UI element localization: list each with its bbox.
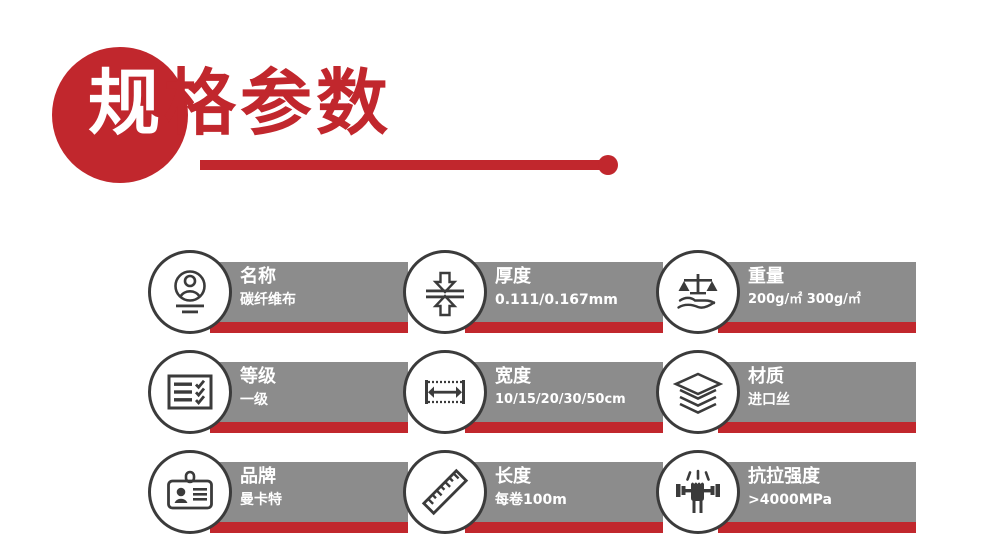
spec-plate (718, 362, 916, 422)
spec-card-material: 材质 进口丝 (656, 344, 916, 440)
spec-label: 长度 (495, 466, 531, 487)
page-title-first-char: 规 (88, 61, 165, 145)
spec-plate-accent-bar (718, 422, 916, 433)
spec-plate-accent-bar (718, 522, 916, 533)
spec-value: 200g/㎡ 300g/㎡ (748, 292, 861, 307)
spec-plate (210, 362, 408, 422)
spec-card-length: 长度 每卷100m (403, 444, 663, 540)
spec-plate-accent-bar (465, 322, 663, 333)
title-underline-rule (200, 160, 600, 170)
spec-card-brand: 品牌 曼卡特 (148, 444, 408, 540)
spec-value: 0.111/0.167mm (495, 292, 618, 308)
spec-text-group: 长度 每卷100m (495, 465, 665, 510)
spec-card-thickness: 厚度 0.111/0.167mm (403, 244, 663, 340)
person-badge-icon (174, 270, 206, 314)
spec-icon-circle (403, 250, 487, 334)
spec-card-width: 宽度 10/15/20/30/50cm (403, 344, 663, 440)
spec-label: 厚度 (495, 266, 531, 287)
spec-text-group: 材质 进口丝 (748, 365, 918, 410)
spec-label: 抗拉强度 (748, 466, 820, 487)
spec-card-grade: 等级 一级 (148, 344, 408, 440)
page-title-rest: 格参数 (164, 61, 393, 145)
spec-label: 名称 (240, 266, 276, 287)
spec-plate (210, 462, 408, 522)
page-title: 规格参数 (88, 62, 392, 144)
spec-card-tensile-strength: 抗拉强度 >4000MPa (656, 444, 916, 540)
spec-plate (465, 262, 663, 322)
spec-text-group: 抗拉强度 >4000MPa (748, 465, 918, 510)
spec-text-group: 厚度 0.111/0.167mm (495, 265, 665, 310)
spec-plate-accent-bar (718, 322, 916, 333)
spec-text-group: 品牌 曼卡特 (240, 465, 410, 510)
spec-value: 一级 (240, 392, 268, 408)
spec-value: 每卷100m (495, 492, 567, 508)
spec-icon-circle (148, 350, 232, 434)
hand-dumbbell-icon (676, 469, 720, 513)
spec-plate-accent-bar (465, 422, 663, 433)
spec-icon-circle (148, 450, 232, 534)
title-rule-end-dot (598, 155, 618, 175)
spec-text-group: 宽度 10/15/20/30/50cm (495, 365, 665, 410)
spec-plate-accent-bar (465, 522, 663, 533)
spec-label: 重量 (748, 266, 784, 287)
spec-text-group: 名称 碳纤维布 (240, 265, 410, 310)
spec-label: 品牌 (240, 466, 276, 487)
spec-value: 碳纤维布 (240, 292, 296, 308)
spec-plate-accent-bar (210, 422, 408, 433)
thickness-arrows-icon (426, 271, 464, 317)
spec-plate (465, 462, 663, 522)
spec-grid: 名称 碳纤维布 厚度 0.111/0.167mm (0, 232, 1000, 552)
spec-label: 宽度 (495, 366, 531, 387)
spec-card-weight: 重量 200g/㎡ 300g/㎡ (656, 244, 916, 340)
spec-value: 进口丝 (748, 392, 790, 408)
layers-stack-icon (673, 372, 723, 414)
spec-text-group: 重量 200g/㎡ 300g/㎡ (748, 265, 918, 310)
spec-plate (210, 262, 408, 322)
spec-label: 材质 (748, 366, 784, 387)
spec-icon-circle (403, 350, 487, 434)
page-title-block: 规格参数 (0, 0, 700, 210)
spec-icon-circle (656, 450, 740, 534)
scale-on-hand-icon (677, 274, 718, 309)
spec-plate (465, 362, 663, 422)
spec-icon-circle (656, 250, 740, 334)
checklist-icon (167, 374, 213, 410)
spec-value: 10/15/20/30/50cm (495, 392, 626, 407)
ruler-icon (421, 468, 469, 516)
spec-icon-circle (656, 350, 740, 434)
spec-text-group: 等级 一级 (240, 365, 410, 410)
id-card-icon (167, 470, 213, 510)
spec-value: 曼卡特 (240, 492, 282, 508)
spec-label: 等级 (240, 366, 276, 387)
spec-value: >4000MPa (748, 492, 832, 508)
width-measure-icon (425, 380, 465, 404)
spec-icon-circle (403, 450, 487, 534)
spec-icon-circle (148, 250, 232, 334)
spec-plate (718, 462, 916, 522)
spec-plate-accent-bar (210, 322, 408, 333)
spec-plate-accent-bar (210, 522, 408, 533)
title-circle-decoration (52, 47, 188, 183)
spec-plate (718, 262, 916, 322)
spec-card-name: 名称 碳纤维布 (148, 244, 408, 340)
